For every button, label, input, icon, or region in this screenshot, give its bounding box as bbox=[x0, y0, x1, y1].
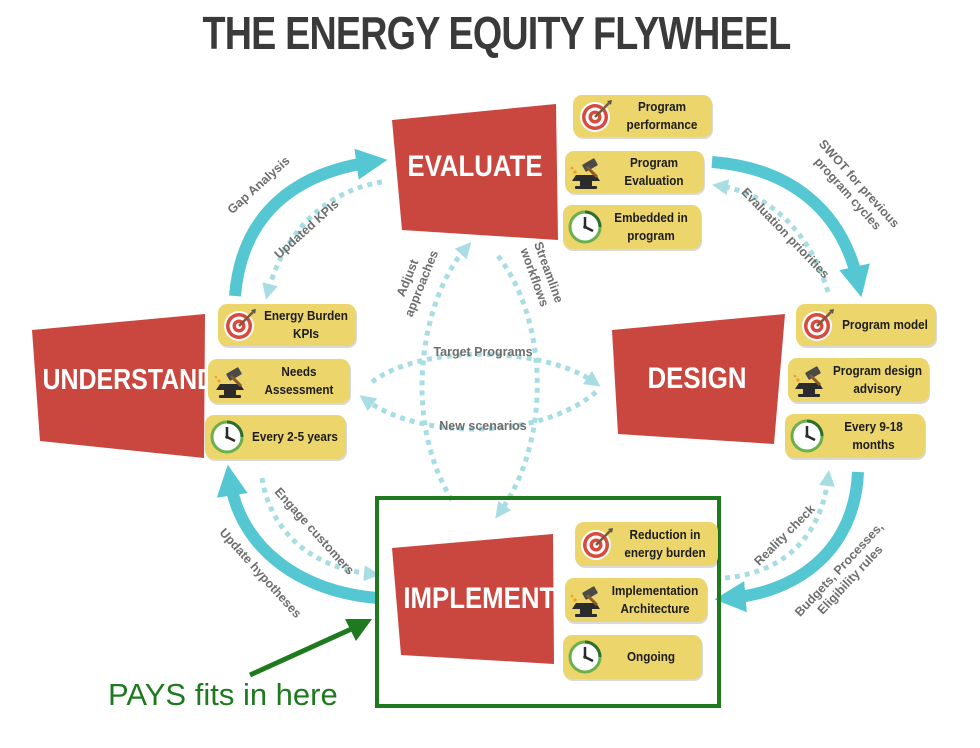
card-implement-ongoing-text: Ongoing bbox=[626, 649, 676, 664]
card-design-model-text: Program model bbox=[842, 317, 928, 332]
arrow-implement-to-understand bbox=[216, 464, 379, 604]
dotted-arrow-design-to-evaluate bbox=[712, 179, 831, 293]
callout-arrowhead bbox=[345, 619, 372, 641]
callout-arrow bbox=[248, 623, 360, 678]
implement-highlight-box bbox=[375, 496, 721, 708]
label-new-scenarios: New scenarios bbox=[439, 419, 527, 433]
pays-callout: PAYS fits in here bbox=[108, 677, 338, 712]
stage-shape-implement bbox=[392, 534, 554, 664]
hammer-icon bbox=[789, 359, 829, 401]
hammer-icon bbox=[566, 579, 606, 621]
arrow-design-to-implement bbox=[714, 471, 864, 613]
target-icon bbox=[577, 523, 617, 565]
stage-label-understand: UNDERSTAND bbox=[42, 364, 216, 396]
stage-label-design: DESIGN bbox=[647, 362, 747, 395]
arrow-evaluate-to-design bbox=[711, 156, 870, 298]
arrow-understand-to-evaluate bbox=[229, 148, 388, 297]
stage-shape-understand bbox=[32, 314, 205, 458]
card-design-frequency-text: Every 9-18 months bbox=[844, 419, 903, 452]
card-understand-frequency-text: Every 2-5 years bbox=[252, 429, 338, 444]
hammer-icon bbox=[210, 360, 250, 402]
stage-shape-evaluate bbox=[392, 104, 558, 240]
dotted-arrow-inner-evaluate-to-implement bbox=[495, 254, 540, 519]
target-icon bbox=[798, 304, 838, 346]
target-icon bbox=[220, 304, 260, 346]
clock-icon bbox=[207, 416, 247, 458]
stage-label-evaluate: EVALUATE bbox=[407, 150, 543, 183]
stage-shape-design bbox=[612, 314, 785, 444]
dotted-arrow-inner-design-to-understand bbox=[359, 390, 598, 432]
diagram-title: THE ENERGY EQUITY FLYWHEEL bbox=[202, 7, 792, 59]
hammer-icon bbox=[566, 151, 606, 193]
clock-icon bbox=[787, 415, 827, 457]
stage-label-implement: IMPLEMENT bbox=[403, 582, 556, 615]
dotted-arrow-implement-to-design bbox=[724, 470, 836, 581]
label-target-programs: Target Programs bbox=[433, 345, 533, 359]
clock-icon bbox=[565, 636, 605, 678]
target-icon bbox=[576, 95, 616, 137]
clock-icon bbox=[565, 206, 605, 248]
dotted-arrow-inner-understand-to-design bbox=[370, 351, 601, 387]
dotted-arrow-inner-implement-to-evaluate bbox=[419, 242, 472, 502]
